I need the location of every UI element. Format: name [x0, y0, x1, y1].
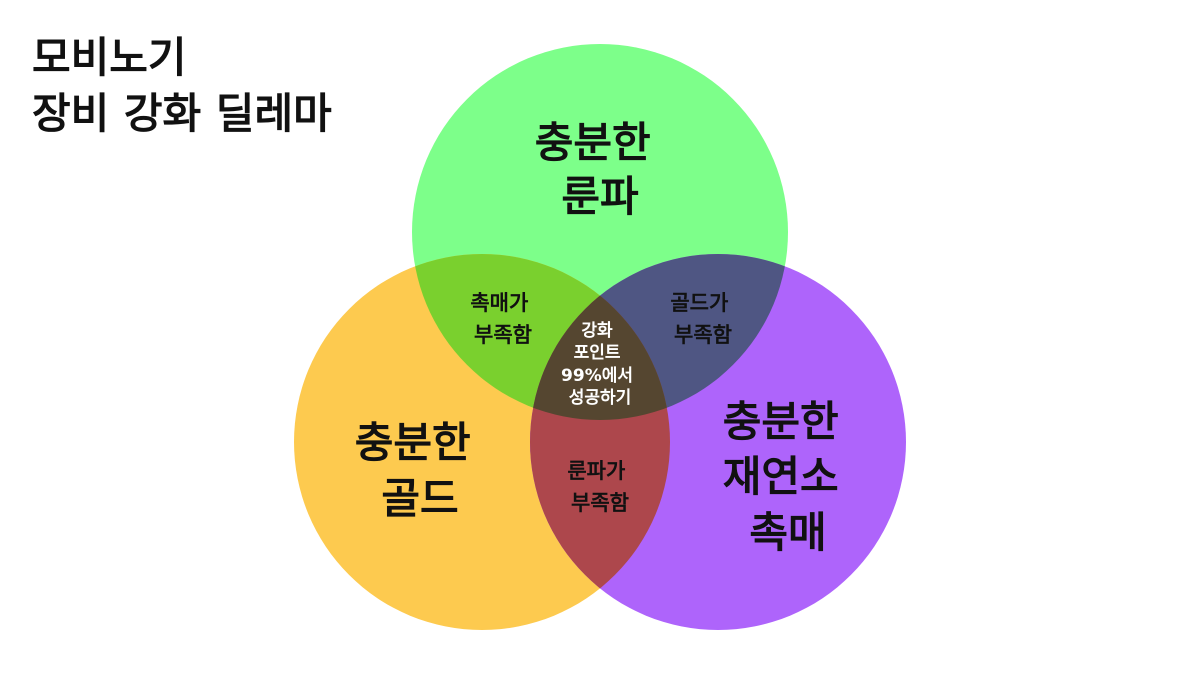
label-reagent-line-2: 재연소	[723, 452, 839, 501]
label-runepa-reagent: 골드가 부족함	[670, 291, 735, 347]
label-runepa-line-2: 룬파	[561, 172, 639, 221]
label-runepa-gold-line-1: 촉매가	[470, 291, 529, 315]
label-runepa-reagent-line-1: 골드가	[670, 291, 729, 315]
label-runepa-reagent-line-2: 부족함	[674, 323, 732, 347]
title-line-1: 모비노기	[32, 33, 187, 82]
title-line-2: 장비 강화 딜레마	[32, 89, 332, 138]
label-reagent-line-3: 촉매	[749, 508, 826, 557]
page-title: 모비노기 장비 강화 딜레마	[32, 30, 332, 142]
label-reagent-line-1: 충분한	[723, 397, 839, 446]
label-runepa-gold-line-2: 부족함	[474, 323, 532, 347]
label-runepa-line-1: 충분한	[535, 118, 651, 167]
label-reagent: 충분한 재연소 촉매	[723, 397, 854, 557]
label-gold-line-2: 골드	[381, 474, 458, 523]
label-all-three-line-1: 강화	[581, 321, 613, 341]
label-runepa-gold: 촉매가 부족함	[470, 291, 535, 347]
label-gold-reagent-line-2: 부족함	[571, 491, 629, 515]
label-all-three-line-3: 99%에서	[561, 366, 633, 386]
label-gold-line-1: 충분한	[355, 418, 471, 467]
label-gold-reagent: 룬파가 부족함	[567, 459, 632, 515]
label-gold: 충분한 골드	[355, 418, 486, 523]
label-all-three-line-2: 포인트	[574, 343, 621, 363]
overlap-all-three	[530, 254, 670, 420]
label-gold-reagent-line-1: 룬파가	[567, 459, 626, 483]
label-runepa: 충분한 룬파	[535, 118, 666, 221]
label-all-three: 강화 포인트 99%에서 성공하기	[561, 321, 639, 408]
label-all-three-line-4: 성공하기	[569, 388, 632, 408]
